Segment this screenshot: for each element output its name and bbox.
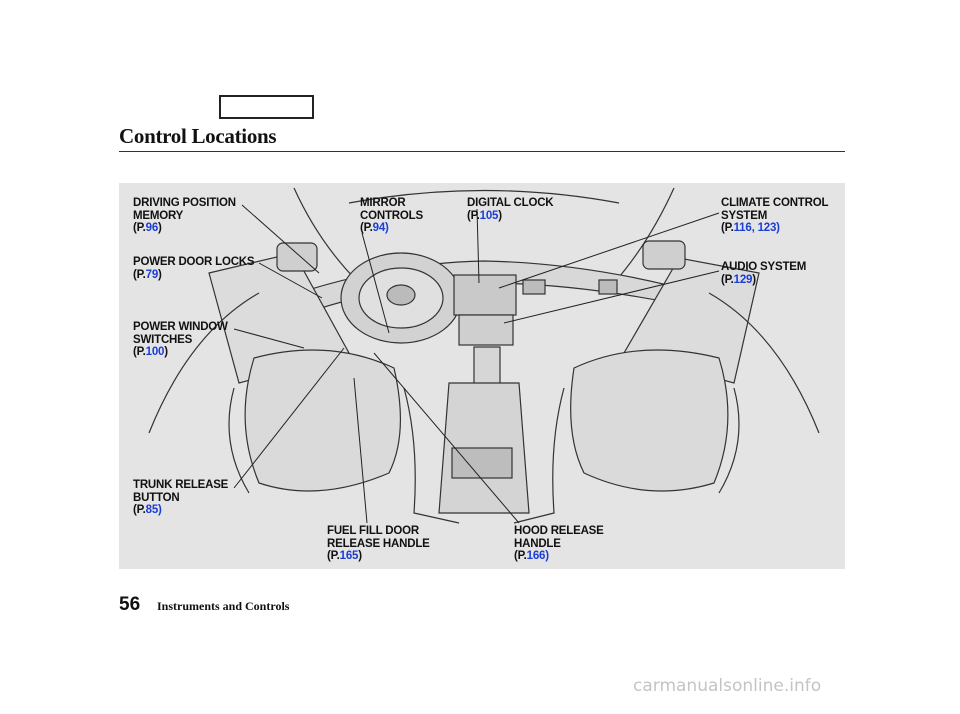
callout-driving-position-memory: DRIVING POSITION MEMORY (P.96) [133, 197, 236, 234]
link-page-79[interactable]: 79 [145, 268, 159, 281]
right-door-edge [708, 292, 820, 434]
page-title: Control Locations [119, 124, 277, 148]
page-number: 56 [119, 594, 141, 615]
interior-illustration: DRIVING POSITION MEMORY (P.96) POWER DOO… [119, 183, 845, 569]
left-door-edge [148, 292, 260, 434]
callout-power-door-locks: POWER DOOR LOCKS (P.79) [133, 256, 255, 281]
climate-unit [458, 314, 514, 346]
callout-climate-control-system: CLIMATE CONTROL SYSTEM (P.116, 123) [721, 197, 829, 234]
link-page-129[interactable]: 129 [733, 273, 753, 286]
left-mirror [276, 242, 318, 272]
section-name: Instruments and Controls [157, 599, 290, 613]
callout-mirror-controls: MIRROR CONTROLS (P.94) [360, 197, 423, 234]
link-page-96[interactable]: 96 [145, 222, 159, 234]
passenger-seat [570, 349, 729, 492]
callout-digital-clock: DIGITAL CLOCK (P.105) [467, 197, 554, 222]
callout-fuel-fill-door-release-handle: FUEL FILL DOOR RELEASE HANDLE (P.165) [327, 525, 430, 562]
car-interior-drawing [148, 187, 820, 524]
link-page-105[interactable]: 105 [479, 209, 499, 222]
callout-hood-release-handle: HOOD RELEASE HANDLE (P.166) [514, 525, 604, 562]
shifter [473, 346, 501, 388]
link-page-116-123[interactable]: 116, 123) [733, 222, 780, 234]
leader-lines [233, 204, 720, 524]
driver-seat [244, 349, 402, 492]
link-page-166[interactable]: 166) [526, 550, 549, 562]
callout-power-window-switches: POWER WINDOW SWITCHES (P.100) [133, 321, 228, 358]
callout-trunk-release-button: TRUNK RELEASE BUTTON (P.85) [133, 479, 229, 516]
callout-audio-system: AUDIO SYSTEM (P.129) [721, 261, 807, 286]
right-mirror [642, 240, 686, 270]
link-page-165[interactable]: 165 [339, 550, 359, 562]
link-page-100[interactable]: 100 [145, 346, 165, 358]
watermark: carmanualsonline.info [633, 676, 822, 696]
link-page-85[interactable]: 85) [145, 504, 162, 516]
title-rule [119, 151, 845, 152]
section-tab-box [219, 95, 314, 119]
link-page-94[interactable]: 94) [372, 222, 389, 234]
windshield-top [348, 189, 620, 204]
audio-unit [453, 274, 517, 316]
